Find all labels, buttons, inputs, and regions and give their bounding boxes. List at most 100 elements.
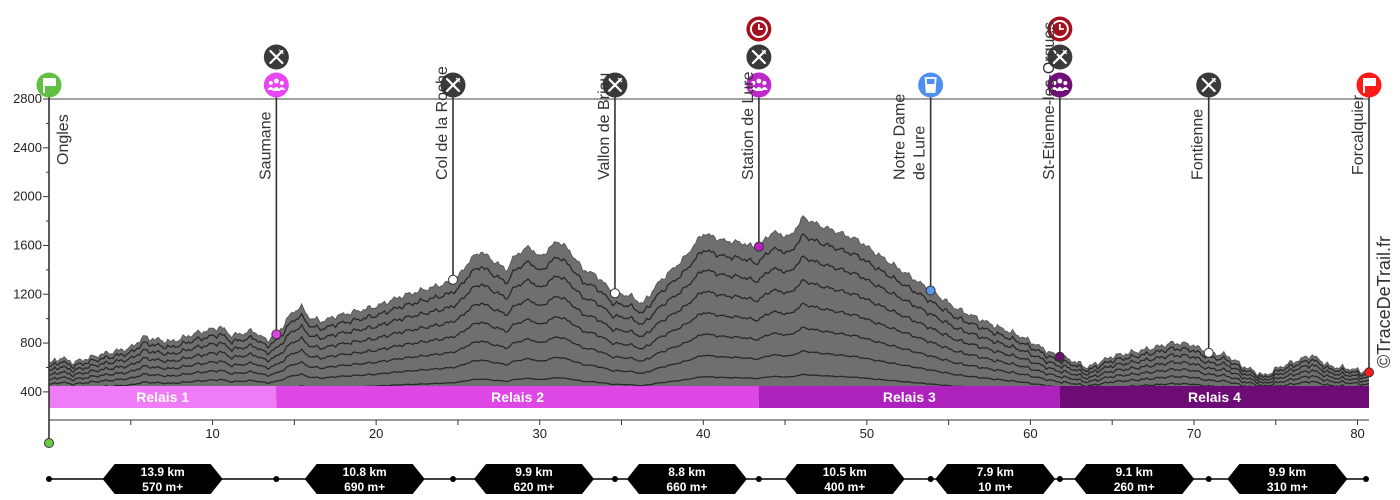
checkpoint-dot-1 [44, 438, 54, 448]
segment-climb-5: 400 m+ [824, 480, 865, 494]
person-head [279, 81, 284, 85]
y-tick-label: 1600 [13, 237, 42, 252]
checkpoint-dot-7 [1054, 351, 1065, 362]
y-tick-label: 1200 [13, 286, 42, 301]
knife-stroke [269, 49, 284, 65]
segment-distance-4: 8.8 km [668, 465, 705, 479]
checkpoint-name-2: Saumane [257, 111, 274, 180]
flag-cloth [1364, 78, 1376, 86]
y-tick-label: 2800 [13, 91, 42, 106]
segment-distance-8: 9.9 km [1269, 465, 1306, 479]
y-tick-label: 400 [20, 384, 42, 399]
clock-hands [1058, 24, 1064, 30]
clock-icon [1047, 16, 1073, 42]
fork-tines [617, 77, 623, 83]
segment-badge-3 [473, 464, 594, 494]
segment-node-6 [927, 476, 934, 482]
y-tick-label: 800 [20, 335, 42, 350]
person-head [1057, 78, 1063, 84]
checkpoint-name-5: Station de Lure [740, 71, 757, 180]
person-body [278, 87, 286, 90]
fork-knife-icon [440, 72, 466, 98]
segment-badge-8 [1227, 464, 1348, 494]
person-head [762, 81, 767, 85]
x-tick-label: 60 [1023, 426, 1037, 441]
person-head [1063, 81, 1068, 85]
terrain-area [48, 215, 1370, 398]
contour-line-4 [48, 302, 1370, 388]
flag-green-icon [36, 72, 62, 98]
contour-line-2 [49, 349, 1370, 393]
person-body [749, 87, 757, 90]
x-tick-label: 50 [860, 426, 874, 441]
segment-distance-1: 13.9 km [141, 465, 185, 479]
checkpoint-name-line: Col de la Roche [434, 66, 451, 180]
segment-climb-3: 620 m+ [513, 480, 554, 494]
fork-tines [455, 77, 461, 83]
flag-cloth [44, 78, 56, 86]
fork-knife-icon [746, 44, 772, 70]
people-purple-icon-bg [1047, 72, 1073, 98]
contour-line-7 [48, 233, 1370, 379]
y-tick-label: 2400 [13, 140, 42, 155]
checkpoint-name-line: de Lure [912, 126, 929, 180]
person-body [760, 87, 768, 90]
checkpoint-name-9: Forcalquier [1350, 94, 1367, 175]
relay-label-3: Relais 3 [883, 389, 936, 405]
fork-tines [1062, 49, 1068, 55]
flag-red-icon [1356, 72, 1382, 98]
segment-distance-7: 9.1 km [1116, 465, 1153, 479]
x-tick-label: 30 [532, 426, 546, 441]
contour-line-3 [48, 326, 1370, 391]
knife-stroke [607, 77, 623, 93]
checkpoint-dot-4 [609, 288, 620, 299]
clock-face [1050, 20, 1069, 38]
person-body [267, 87, 275, 90]
segment-node-2 [273, 476, 280, 482]
person-head [1052, 81, 1057, 85]
checkpoint-name-line: Notre Dame [892, 94, 909, 180]
glass-outline [924, 77, 937, 93]
people-magenta-icon-bg [746, 72, 772, 98]
relay-label-1: Relais 1 [136, 389, 189, 405]
checkpoint-dot-9 [1364, 367, 1374, 378]
relay-band-3 [758, 386, 1060, 408]
checkpoint-dot-3 [448, 274, 459, 285]
checkpoint-dot-5 [753, 241, 764, 252]
y-tick-label: 2000 [13, 189, 42, 204]
person-head [268, 81, 273, 85]
people-pink-icon [263, 72, 289, 98]
fork-tines [278, 49, 284, 55]
relay-label-4: Relais 4 [1188, 389, 1241, 405]
credit-text: ©TraceDeTrail.fr [1374, 236, 1394, 368]
segment-node-1 [46, 476, 52, 482]
knife-stroke [1201, 77, 1216, 93]
segment-climb-6: 10 m+ [978, 480, 1012, 494]
x-tick-label: 40 [696, 426, 710, 441]
fork-knife-icon [1196, 72, 1222, 98]
relay-band-2 [276, 386, 759, 408]
person-head [273, 78, 279, 84]
checkpoint-name-line: Vallon de Briau [596, 73, 613, 180]
segment-badge-4 [626, 464, 747, 494]
fork-tines [761, 49, 767, 55]
x-tick-label: 80 [1350, 426, 1364, 441]
person-head [751, 81, 756, 85]
segment-node-5 [755, 476, 762, 482]
segment-node-9 [1363, 476, 1369, 482]
people-magenta-icon [746, 72, 772, 98]
segment-badge-5 [784, 464, 905, 494]
clock-icon [746, 16, 772, 42]
relay-band-4 [1059, 386, 1369, 408]
segment-distance-3: 9.9 km [515, 465, 552, 479]
segment-distance-2: 10.8 km [343, 465, 387, 479]
segment-badge-1 [102, 464, 223, 494]
segment-badge-2 [304, 464, 425, 494]
checkpoint-name-line: Saumane [257, 111, 274, 180]
checkpoint-name-line: St-Etienne-les-Orgues [1041, 22, 1058, 180]
segment-climb-8: 310 m+ [1267, 480, 1308, 494]
knife-stroke [445, 77, 461, 93]
